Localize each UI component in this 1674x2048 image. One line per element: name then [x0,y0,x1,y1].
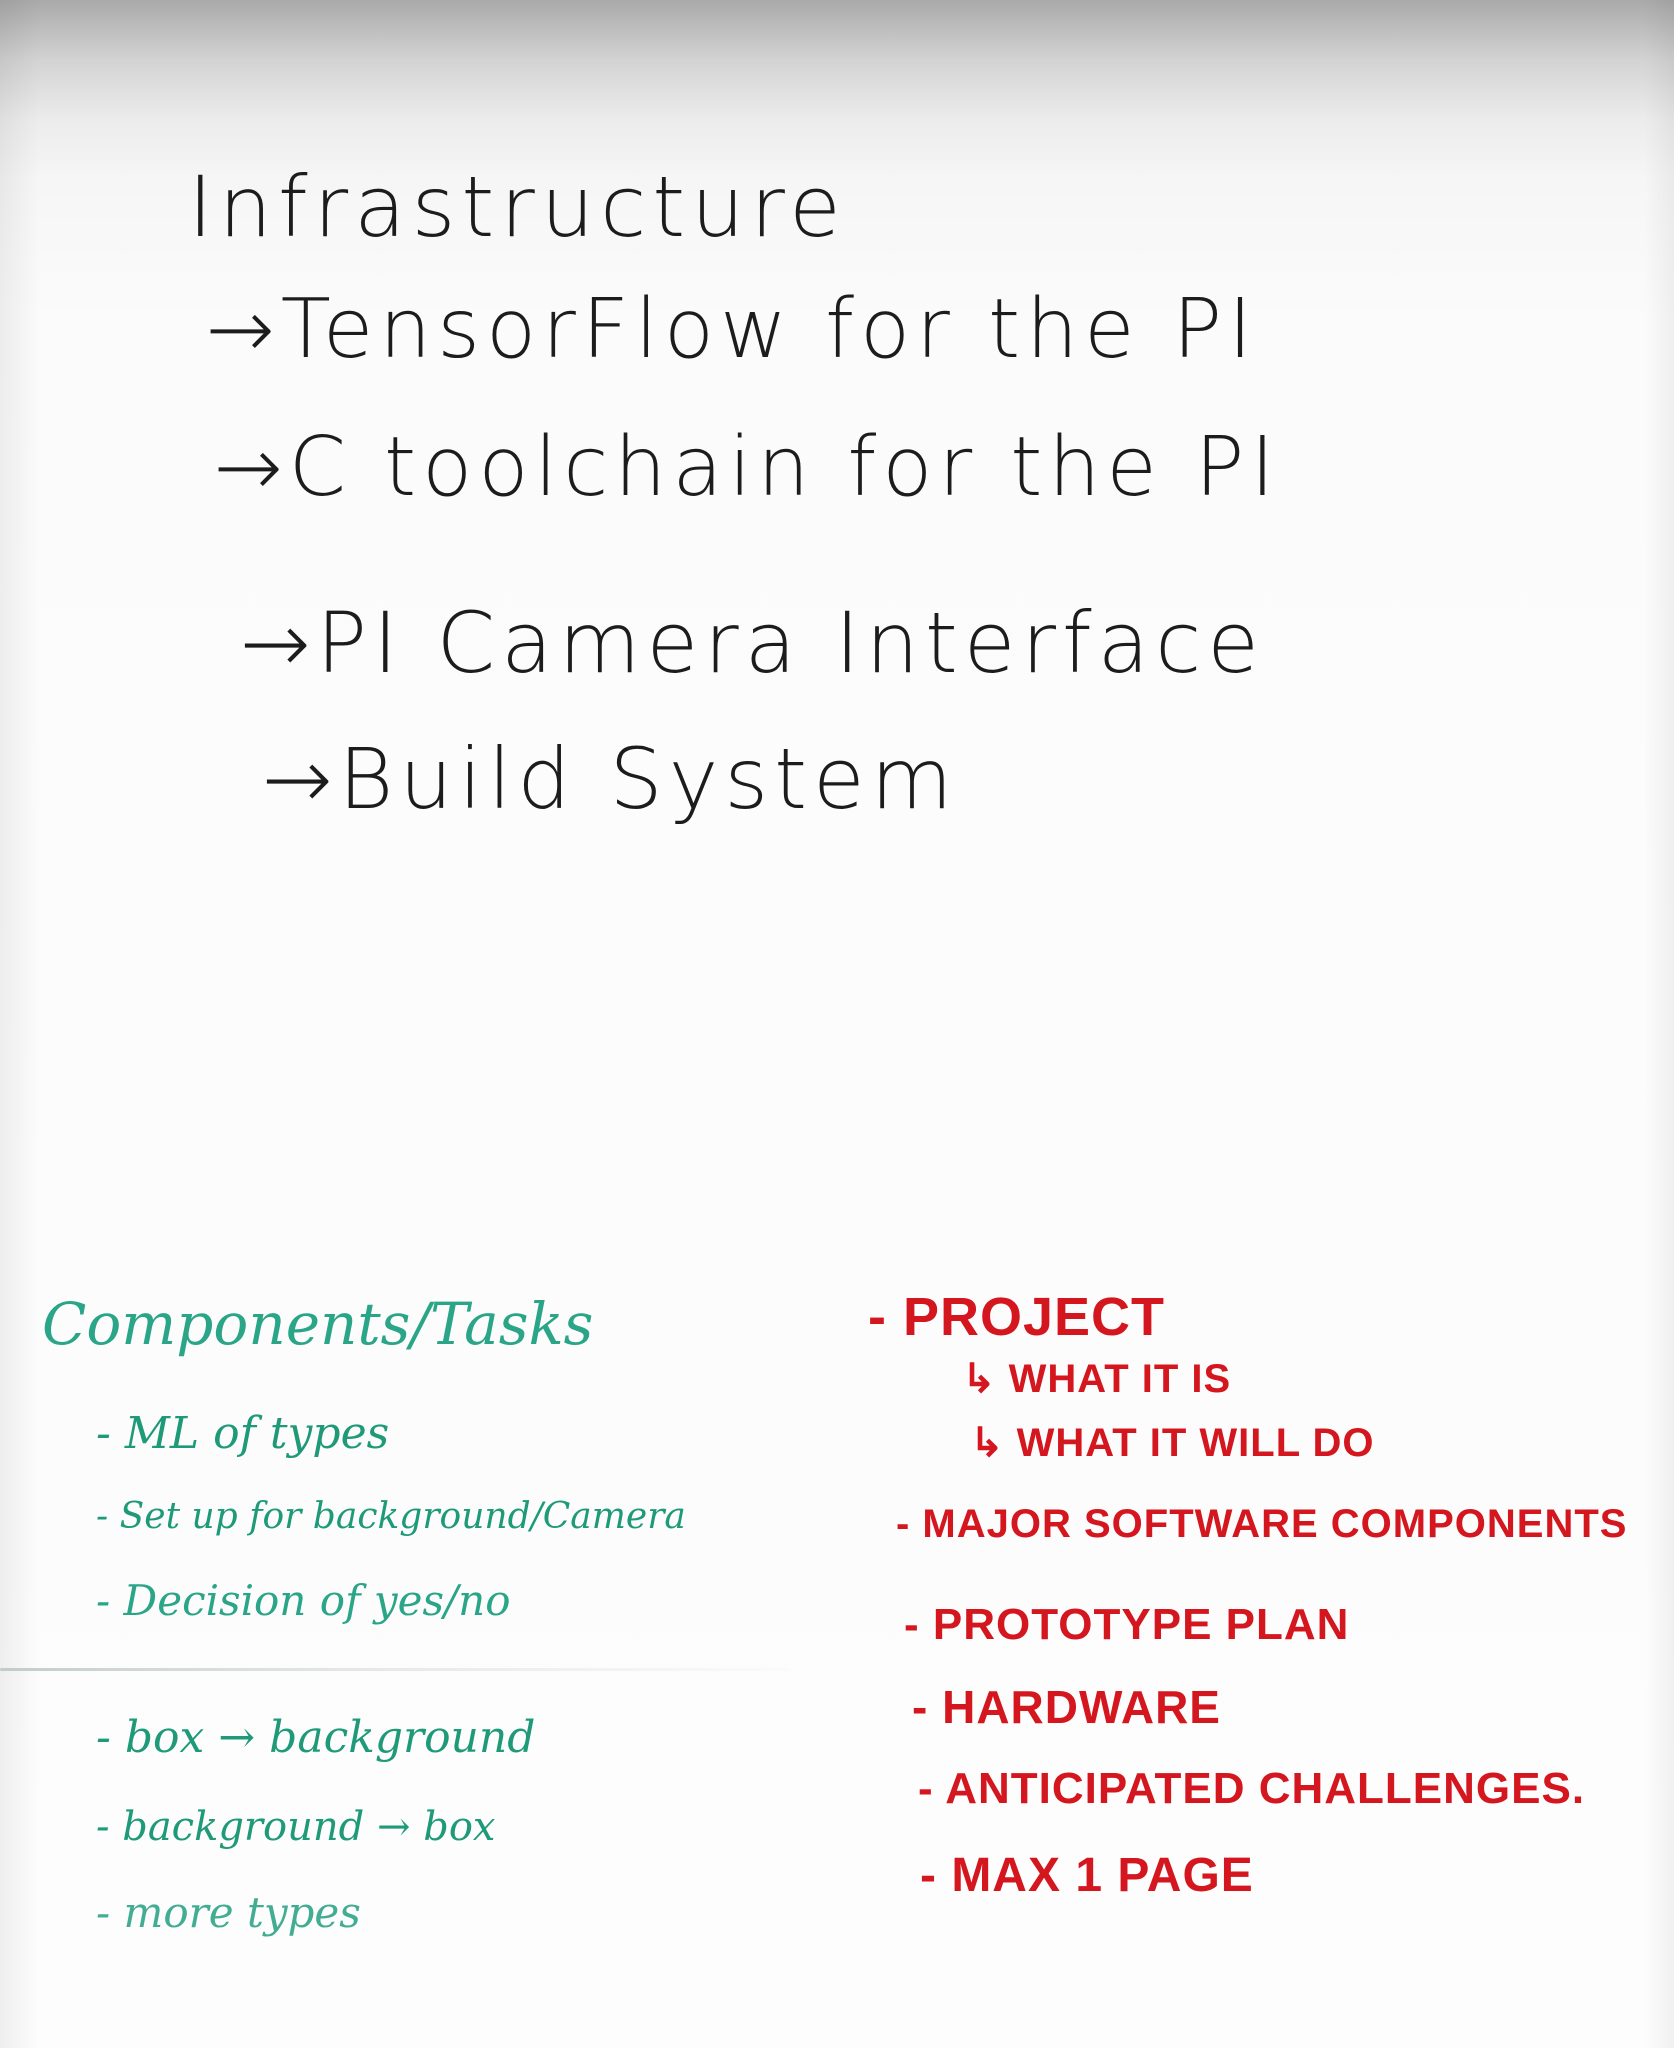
infrastructure-item: →PI Camera Interface [240,594,1265,692]
report-item: - PROJECT [868,1287,1166,1347]
report-item: - MAX 1 PAGE [920,1849,1254,1902]
report-subitem: ↳ WHAT IT IS [962,1357,1232,1401]
infrastructure-item: →Build System [262,730,959,828]
board-divider-line [0,1668,790,1671]
components-item: - more types [96,1888,361,1937]
infrastructure-item: →C toolchain for the PI [214,420,1281,515]
report-item: - HARDWARE [912,1681,1221,1733]
report-item: - ANTICIPATED CHALLENGES. [918,1764,1586,1813]
components-item: - box → background [96,1712,536,1763]
report-item: - MAJOR SOFTWARE COMPONENTS [896,1502,1628,1546]
components-item: - background → box [96,1804,496,1850]
components-item: - Decision of yes/no [96,1576,511,1625]
report-subitem: ↳ WHAT IT WILL DO [970,1421,1375,1465]
components-item: - Set up for background/Camera [96,1496,686,1537]
components-title: Components/Tasks [42,1290,594,1358]
components-item: - ML of types [96,1408,390,1459]
report-item: - PROTOTYPE PLAN [904,1600,1350,1649]
infrastructure-title: Infrastructure [188,158,847,256]
infrastructure-item: →TensorFlow for the PI [206,282,1259,377]
